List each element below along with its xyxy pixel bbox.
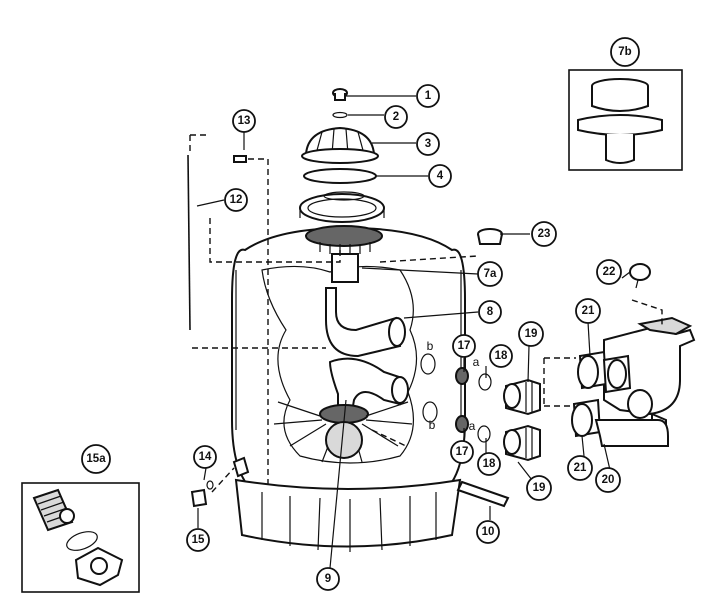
svg-text:21: 21 [582,305,595,317]
union-fittings [571,350,632,438]
callout-23: 23 [531,221,557,247]
svg-text:12: 12 [230,194,243,206]
callout-14: 14 [193,445,217,469]
svg-text:13: 13 [238,115,251,127]
air-relief-tube [187,154,191,331]
adapter-lower [503,424,541,462]
filter-base [234,478,462,552]
drain-plug-icon [190,488,208,508]
svg-text:2: 2 [393,111,399,123]
sublabel-b-lower: b [429,418,436,432]
svg-text:14: 14 [199,451,212,463]
callout-7b: 7b [610,37,640,67]
svg-text:1: 1 [425,90,432,102]
svg-text:22: 22 [603,266,616,278]
clamp-ring [299,193,385,223]
callout-15: 15 [186,528,210,552]
svg-text:18: 18 [483,458,496,470]
svg-text:7a: 7a [484,268,497,280]
callout-1: 1 [416,84,440,108]
drain-cap-knob-icon [74,546,124,587]
svg-text:17: 17 [456,446,469,458]
svg-text:23: 23 [538,228,551,240]
pressure-gauge-icon [629,263,651,289]
threaded-drain-plug-icon [32,488,75,532]
callout-21-lower: 21 [567,455,593,481]
callout-17-lower: 17 [450,440,474,464]
svg-text:10: 10 [482,526,495,538]
svg-text:20: 20 [602,474,615,486]
callout-15a: 15a [81,444,111,474]
callout-8: 8 [478,300,502,324]
sublabel-a-upper: a [473,355,480,369]
callout-22: 22 [596,259,622,285]
svg-text:21: 21 [574,462,587,474]
svg-text:3: 3 [425,138,431,150]
backwash-pipe [594,419,669,447]
adapter-upper [503,378,541,416]
internal-standpipes [325,253,409,413]
svg-text:18: 18 [495,350,508,362]
callout-18-lower: 18 [477,452,501,476]
lateral-hub [273,401,413,463]
callout-12: 12 [224,188,248,212]
callout-18-upper: 18 [489,344,513,368]
callout-3: 3 [416,132,440,156]
screw-icon [233,155,247,163]
callout-9: 9 [316,567,340,591]
callout-21-upper: 21 [575,298,601,324]
svg-text:15a: 15a [86,453,106,465]
svg-text:9: 9 [325,573,331,585]
gauge-plug-icon [477,228,503,245]
callout-19-lower: 19 [526,475,552,501]
callout-13: 13 [232,109,256,133]
air-relief-knob-icon [332,88,348,101]
callout-7a: 7a [477,261,503,287]
callout-4: 4 [428,164,452,188]
callout-10: 10 [476,520,500,544]
svg-text:7b: 7b [618,46,631,58]
filter-lid-dome [301,126,379,164]
inset-7b-panel [568,69,683,171]
inset-15a-panel [21,482,140,593]
sublabel-b-upper: b [427,339,434,353]
svg-text:8: 8 [487,306,494,318]
callout-20: 20 [595,467,621,493]
svg-text:19: 19 [525,328,538,340]
callout-19-upper: 19 [518,321,544,347]
svg-text:4: 4 [437,170,444,182]
svg-text:17: 17 [458,340,471,352]
sight-tube-icon [456,480,510,508]
callout-2: 2 [384,105,408,129]
svg-text:19: 19 [533,482,546,494]
callout-17-upper: 17 [452,334,476,358]
svg-text:15: 15 [192,534,205,546]
o-ring-small [332,111,348,119]
lid-o-ring [303,168,377,184]
sublabel-a-lower: a [469,419,476,433]
